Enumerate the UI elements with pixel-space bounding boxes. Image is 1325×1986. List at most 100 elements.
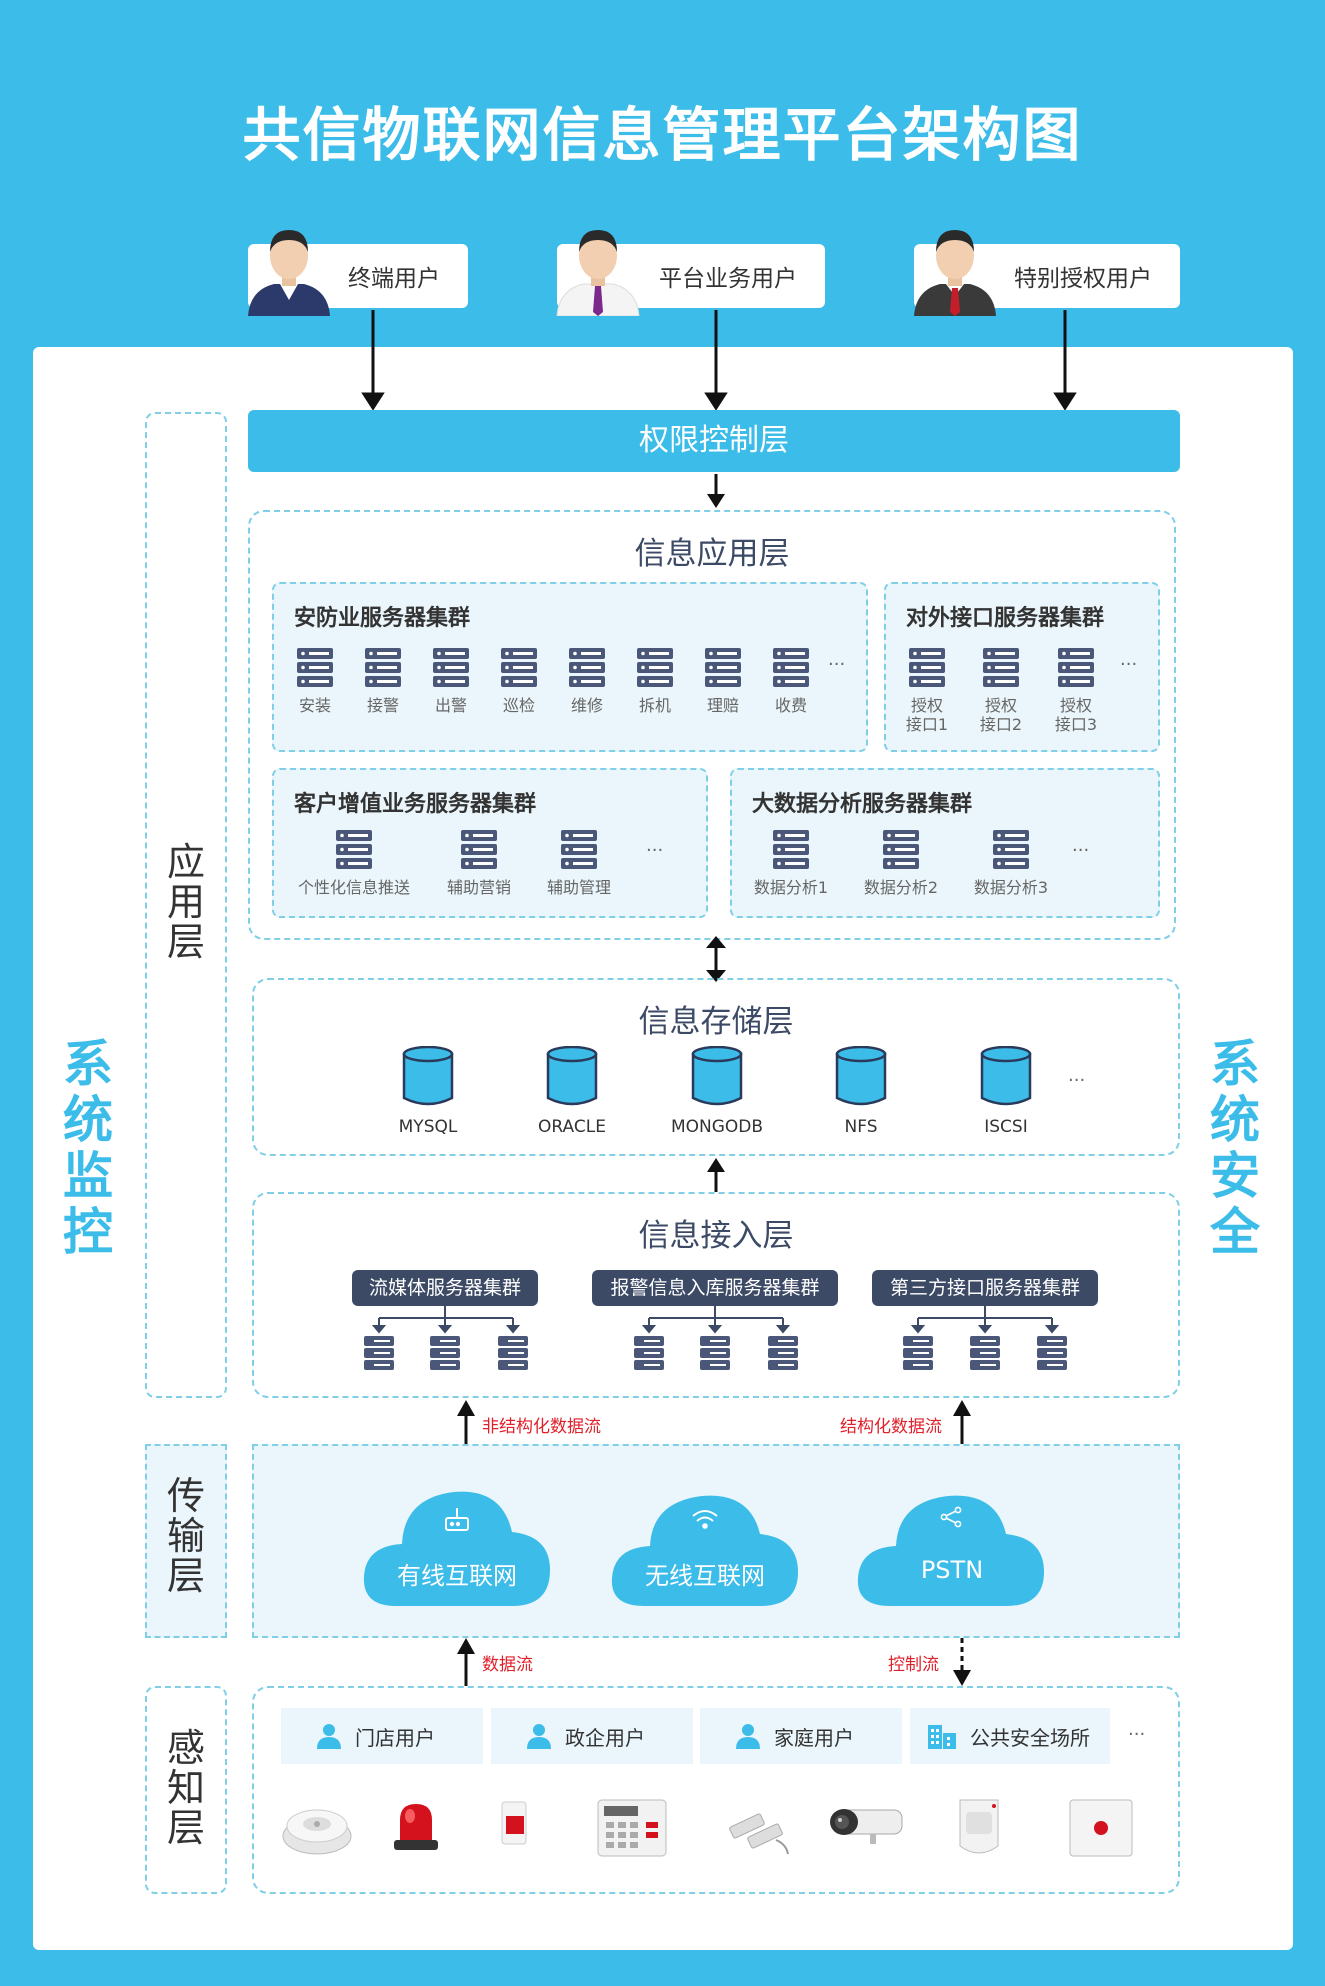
server-item[interactable]: 理赔 [692,648,754,715]
customer-label: 公共安全场所 [970,1725,1090,1750]
customer-label: 家庭用户 [774,1725,854,1750]
up-arrow [953,1400,971,1444]
more-indicator: ··· [1068,1070,1086,1091]
server-item[interactable]: 巡检 [488,648,550,715]
server-icon [501,648,537,687]
down-arrow [707,474,725,508]
customer-family[interactable]: 家庭用户 [700,1708,902,1764]
server-item[interactable]: 数据分析3 [966,830,1056,897]
siren-icon[interactable] [496,1798,532,1848]
server-item[interactable]: 收费 [760,648,822,715]
cloud-wired[interactable] [362,1478,552,1608]
server-item[interactable]: 接警 [352,648,414,715]
flow-label-data: 数据流 [482,1655,533,1675]
server-label: 数据分析1 [753,878,829,897]
door-magnet-icon[interactable] [726,1800,792,1856]
database-label: MYSQL [398,1117,458,1137]
server-label: 授权 接口1 [905,696,949,734]
server-item[interactable]: 授权 接口3 [1045,648,1107,734]
server-item[interactable]: 数据分析1 [746,830,836,897]
server-label: 授权 接口2 [979,696,1023,734]
share-icon [940,1506,962,1528]
server-item[interactable]: 辅助营销 [434,830,524,897]
database-item[interactable]: MYSQL [388,1045,468,1137]
server-label: 数据分析3 [973,878,1049,897]
database-label: ISCSI [984,1117,1028,1137]
server-icon [983,648,1019,687]
permission-layer[interactable]: 权限控制层 [248,410,1180,472]
server-icon [1058,648,1094,687]
alarm-beacon-icon[interactable] [392,1800,440,1852]
cluster-external-api: 对外接口服务器集群 授权 接口1 授权 接口2 授权 接口3 ··· [884,582,1160,752]
info-app-layer: 信息应用层 [248,510,1176,940]
camera-icon[interactable] [826,1800,906,1850]
cluster-customer-value: 客户增值业务服务器集群 个性化信息推送 辅助营销 辅助管理 ··· [272,768,708,918]
keypad-icon[interactable] [596,1798,668,1858]
server-icon [993,830,1029,869]
building-icon [928,1725,956,1749]
customer-label: 政企用户 [565,1725,645,1750]
customer-public-venue[interactable]: 公共安全场所 [910,1708,1110,1764]
app-tier-label: 应用层 [166,840,205,964]
up-arrow [457,1400,475,1444]
server-item[interactable]: 授权 接口2 [970,648,1032,734]
server-icon [1037,1336,1067,1370]
server-item[interactable]: 数据分析2 [856,830,946,897]
server-icon [364,1336,394,1370]
database-item[interactable]: NFS [821,1045,901,1137]
more-indicator: ··· [1120,654,1138,675]
server-label: 巡检 [502,696,535,715]
network-label-wireless: 无线互联网 [645,1562,765,1590]
server-label: 收费 [774,696,807,715]
user-label: 终端用户 [348,266,440,292]
server-item[interactable]: 拆机 [624,648,686,715]
panic-button-icon[interactable] [1066,1796,1136,1860]
server-icon [773,648,809,687]
server-label: 辅助管理 [546,878,611,897]
pir-sensor-icon[interactable] [954,1796,1004,1860]
more-indicator: ··· [828,654,846,675]
flow-label-unstructured: 非结构化数据流 [482,1417,601,1437]
system-security-label: 系统安全 [1210,1035,1260,1261]
database-item[interactable]: MONGODB [667,1045,767,1137]
database-label: NFS [844,1117,878,1137]
info-storage-layer: 信息存储层 [252,978,1180,1156]
server-icon [909,648,945,687]
app-tier-box [145,412,227,1398]
cluster-alarm-ingest[interactable]: 报警信息入库服务器集群 [592,1270,838,1306]
server-icon [637,648,673,687]
database-label: MONGODB [670,1117,764,1137]
server-item[interactable]: 维修 [556,648,618,715]
server-item[interactable]: 授权 接口1 [896,648,958,734]
customer-enterprise[interactable]: 政企用户 [491,1708,693,1764]
up-arrow [457,1638,475,1686]
wifi-icon [692,1510,718,1529]
database-item[interactable]: ORACLE [532,1045,612,1137]
server-item[interactable]: 个性化信息推送 [288,830,420,897]
smoke-detector-icon[interactable] [280,1796,354,1858]
cloud-wireless[interactable] [610,1486,800,1608]
server-item[interactable]: 辅助管理 [534,830,624,897]
server-label: 个性化信息推送 [297,878,410,897]
cluster-streaming[interactable]: 流媒体服务器集群 [352,1270,538,1306]
layer-title: 信息存储层 [638,1004,794,1040]
server-icon [700,1336,730,1370]
server-label: 安装 [298,696,331,715]
server-item[interactable]: 出警 [420,648,482,715]
server-item[interactable]: 安装 [284,648,346,715]
customer-store[interactable]: 门店用户 [281,1708,483,1764]
flow-label-control: 控制流 [888,1655,939,1675]
server-icon [705,648,741,687]
server-icon [970,1336,1000,1370]
cluster-third-party[interactable]: 第三方接口服务器集群 [872,1270,1098,1306]
access-server-trees [371,1306,1060,1334]
server-label: 授权 接口3 [1054,696,1098,734]
layer-title: 信息接入层 [638,1218,794,1254]
database-label: ORACLE [538,1117,606,1137]
cluster-title: 对外接口服务器集群 [906,606,1105,631]
database-item[interactable]: ISCSI [966,1045,1046,1137]
more-indicator: ··· [1128,1724,1146,1745]
down-arrow-dashed [953,1638,971,1686]
cloud-pstn[interactable] [856,1486,1046,1608]
customer-label: 门店用户 [355,1725,435,1750]
